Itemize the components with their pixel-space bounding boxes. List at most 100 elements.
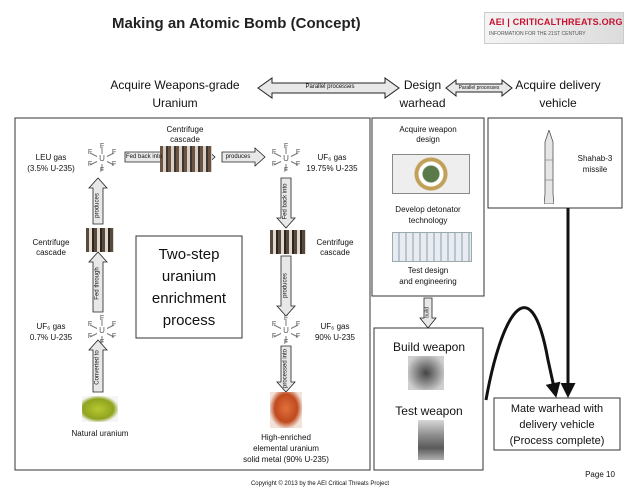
uf6-fluorine: F	[283, 315, 289, 322]
mate-line-2: delivery vehicle	[519, 419, 595, 431]
heu-metal-photo	[270, 392, 302, 428]
centrifuge-left-label-2: cascade	[36, 248, 66, 257]
produces-top-label: produces	[225, 154, 251, 160]
detonator-photo	[392, 232, 472, 262]
uf6-1975-label-1: UF₆ gas	[317, 153, 347, 162]
parallel-arrow-2	[445, 78, 513, 98]
uf6-fluorine: F	[99, 143, 105, 150]
centrifuge-top-label-1: Centrifuge	[166, 125, 204, 134]
centrifuge-right-label-2: cascade	[320, 248, 350, 257]
aei-critical-threats-logo: AEI | CRITICALTHREATS.ORG INFORMATION FO…	[484, 12, 624, 44]
detonator-label-2: technology	[408, 216, 448, 225]
arrow-build	[419, 297, 437, 329]
uf6-u-bottom-right: U	[281, 326, 291, 336]
fed-back-into-label: Fed back into	[125, 154, 163, 160]
centrifuge-photo-top	[160, 146, 212, 172]
test-weapon-label: Test weapon	[395, 404, 463, 418]
test-design-label-1: Test design	[407, 266, 449, 275]
acquire-design-label-1: Acquire weapon	[399, 125, 457, 134]
arrow-fed-back-into-right	[276, 177, 296, 229]
design-warhead-heading-1: Design	[403, 78, 442, 92]
footer-copyright: Copyright © 2013 by the AEI Critical Thr…	[250, 481, 390, 487]
produces-right-label: produces	[282, 273, 289, 298]
uf6-fluorine: F	[87, 149, 93, 156]
uf6-fluorine: F	[295, 321, 301, 328]
centrifuge-right-label-1: Centrifuge	[316, 238, 354, 247]
uf6-fluorine: F	[87, 321, 93, 328]
uf6-fluorine: F	[99, 339, 105, 346]
arrow-fed-through-left	[88, 251, 108, 313]
uf6-fluorine: F	[111, 333, 117, 340]
produces-left-label: produces	[94, 193, 101, 218]
mate-line-1: Mate warhead with	[510, 403, 604, 415]
uf6-fluorine: F	[295, 149, 301, 156]
uf6-fluorine: F	[111, 321, 117, 328]
detonator-label-1: Develop detonator	[395, 205, 461, 214]
shahab-label-1: Shahab-3	[577, 154, 613, 163]
heu-label-2: elemental uranium	[253, 444, 319, 453]
parallel-arrow-1	[257, 77, 400, 99]
build-arrow-label: build	[424, 307, 431, 318]
arrow-processed-into-right	[276, 345, 296, 393]
uf6-fluorine: F	[99, 315, 105, 322]
centrifuge-photo-left	[86, 228, 114, 252]
uf6-fluorine: F	[99, 167, 105, 174]
heu-label-3: solid metal (90% U-235)	[243, 455, 329, 464]
missile-shape	[543, 128, 555, 205]
uf6-fluorine: F	[87, 333, 93, 340]
uf6-07-label-1: UF₆ gas	[36, 322, 66, 331]
parallel-label-1: Parallel processes	[305, 84, 355, 90]
uf6-fluorine: F	[283, 143, 289, 150]
acquire-design-label-2: design	[416, 135, 440, 144]
natural-uranium-photo	[82, 396, 118, 422]
shahab-label-2: missile	[582, 165, 608, 174]
two-step-line-2: uranium	[161, 268, 217, 285]
build-weapon-label: Build weapon	[392, 340, 466, 354]
curve-test-to-mate	[484, 306, 561, 401]
two-step-line-1: Two-step	[158, 246, 220, 263]
fed-back-into-vertical-label: Fed back into	[282, 183, 289, 220]
arrow-produces-top	[221, 147, 266, 167]
delivery-heading-1: Acquire delivery	[515, 78, 601, 92]
processed-into-label: processed into	[282, 348, 289, 389]
leu-gas-label-1: LEU gas	[35, 153, 67, 162]
centrifuge-left-label-1: Centrifuge	[32, 238, 70, 247]
uf6-fluorine: F	[283, 339, 289, 346]
delivery-frame	[487, 117, 623, 209]
fed-through-label: Fed through	[94, 267, 101, 300]
uf6-fluorine: F	[271, 149, 277, 156]
uf6-fluorine: F	[111, 149, 117, 156]
converted-to-label: Converted to	[94, 350, 101, 385]
uf6-90-label-1: UF₆ gas	[320, 322, 350, 331]
delivery-heading-2: vehicle	[539, 96, 577, 110]
footer-page: Page 10	[585, 470, 615, 479]
uf6-u-top-right: U	[281, 154, 291, 164]
uf6-1975-label-2: 19.75% U-235	[306, 164, 358, 173]
design-frame	[371, 117, 485, 297]
arrow-produces-right	[276, 255, 296, 317]
mate-frame	[493, 397, 621, 451]
uf6-fluorine: F	[295, 333, 301, 340]
weapon-design-diagram	[392, 154, 470, 194]
mate-line-3: (Process complete)	[509, 435, 605, 447]
logo-tagline: INFORMATION FOR THE 21ST CENTURY	[489, 31, 586, 37]
build-weapon-photo	[408, 356, 444, 390]
page-title: Making an Atomic Bomb (Concept)	[112, 15, 361, 32]
uf6-90-label-2: 90% U-235	[314, 333, 356, 342]
logo-brand: AEI | CRITICALTHREATS.ORG	[489, 17, 623, 27]
arrow-converted-to-left	[88, 339, 108, 393]
uf6-u-bottom-left: U	[97, 326, 107, 336]
uf6-fluorine: F	[271, 333, 277, 340]
uf6-07-label-2: 0.7% U-235	[29, 333, 73, 342]
natural-uranium-label: Natural uranium	[71, 429, 129, 438]
test-weapon-photo	[418, 420, 444, 460]
shahab-missile-icon	[543, 128, 555, 205]
centrifuge-top-label-2: cascade	[170, 135, 200, 144]
heu-label-1: High-enriched	[261, 433, 311, 442]
two-step-box	[135, 235, 243, 339]
uf6-fluorine: F	[87, 161, 93, 168]
two-step-line-3: enrichment	[151, 290, 227, 307]
uf6-fluorine: F	[271, 161, 277, 168]
